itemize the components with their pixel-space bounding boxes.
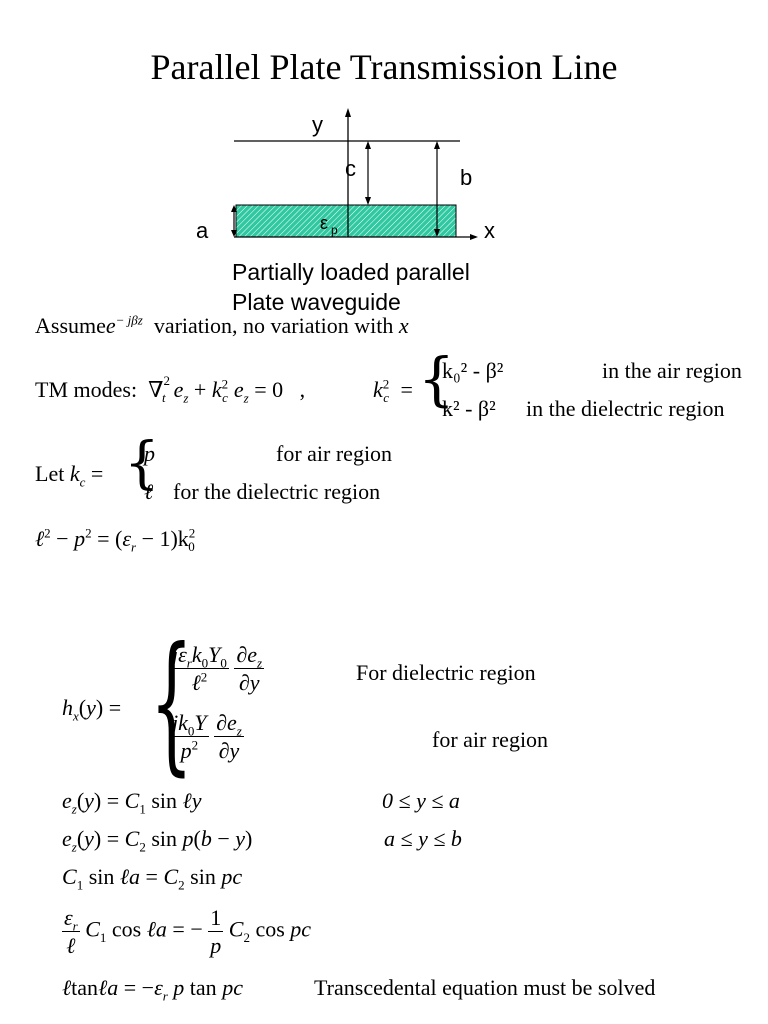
assume-line: Assumee− jβz variation, no variation wit… (35, 312, 409, 338)
diagram-caption-line1: Partially loaded parallel (232, 259, 470, 285)
b-label: b (460, 165, 472, 190)
boundary-condition-ez: C1 sin ℓa = C2 sin pc (62, 864, 243, 893)
let-case2-symbol: ℓ (144, 479, 154, 504)
x-axis-label: x (484, 218, 495, 243)
let-case2-text: for the dielectric region (173, 479, 381, 504)
hx-lhs: hx(y) = (62, 695, 122, 724)
let-case1-symbol: p (144, 441, 155, 466)
assume-word: Assume (35, 313, 106, 338)
c-arrow-bottom (365, 197, 371, 205)
x-axis-arrowhead (470, 234, 478, 240)
ez-dielectric-equation: ez(y) = C1 sin ℓy (62, 788, 202, 817)
kc-case1-expression: k₀² - β² (442, 358, 504, 383)
kc-case1-text: in the air region (602, 358, 742, 383)
page-title: Parallel Plate Transmission Line (150, 47, 618, 87)
ez-air-equation: ez(y) = C2 sin p(b − y) (62, 826, 253, 855)
hx-cases-brace: { (150, 616, 193, 790)
transcendental-equation: ℓtanℓa = −εr p tan pc (62, 975, 243, 1004)
kc-case2-expression: k² - β² (442, 396, 496, 421)
let-kc-lhs: Let kc = (35, 461, 104, 490)
kc-case2-text: in the dielectric region (526, 396, 725, 421)
transcendental-text: Transcedental equation must be solved (314, 975, 656, 1000)
let-cases-brace: { (124, 431, 160, 496)
waveguide-diagram: y x c b a ε p (196, 108, 495, 243)
kc-cases-brace: { (418, 345, 455, 413)
dispersion-relation: ℓ2 − p2 = (εr − 1)k20 (35, 525, 196, 555)
ez-air-range: a ≤ y ≤ b (384, 826, 462, 851)
hx-case2-text: for air region (432, 727, 549, 752)
c-label: c (345, 156, 356, 181)
epsilon-subscript: p (331, 223, 338, 237)
tm-separator: , (299, 377, 306, 402)
let-case1-text: for air region (276, 441, 393, 466)
ez-dielectric-range: 0 ≤ y ≤ a (382, 788, 460, 813)
a-label: a (196, 218, 209, 243)
a-arrow-bottom (231, 230, 237, 237)
let-word: Let (35, 461, 65, 486)
dielectric-slab (235, 204, 457, 238)
b-arrow-bottom (434, 229, 440, 237)
b-arrow-top (434, 141, 440, 149)
assume-variable: x (398, 313, 409, 338)
y-axis-label: y (312, 112, 323, 137)
assume-exponent: − jβz (115, 312, 143, 328)
assume-tail: variation, no variation with (153, 313, 394, 338)
y-axis-arrowhead (345, 108, 351, 117)
hx-case1-text: For dielectric region (356, 660, 536, 685)
tm-modes-label: TM modes: (35, 377, 138, 402)
c-arrow-top (365, 141, 371, 149)
diagram-caption-line2: Plate waveguide (232, 289, 401, 315)
a-arrow-top (231, 205, 237, 212)
epsilon-label: ε (320, 213, 328, 233)
kc-squared-lhs: k2c = (373, 376, 413, 406)
